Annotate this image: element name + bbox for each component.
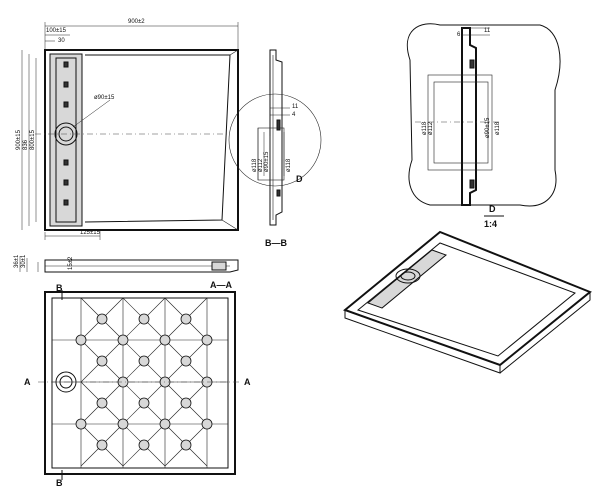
section-aa-label: A—A: [210, 280, 232, 290]
dim-height-2: 836: [23, 139, 29, 150]
marker-a-right: A: [244, 377, 251, 387]
bb-dim-4: 4: [292, 112, 296, 118]
section-aa-view: 36±1 30±1 15±2 A—A: [14, 254, 239, 290]
top-view: 900±2 100±15 30 ø90±15 900±15 836 800±: [16, 19, 239, 240]
aa-dim-1: 36±1: [14, 254, 20, 268]
dim-height-3: 800±15: [30, 129, 36, 150]
bb-dim-118: ø118: [252, 158, 258, 172]
dim-offset-2: 30: [58, 38, 65, 44]
bottom-view: A A B B: [24, 283, 251, 488]
detail-circle: [228, 93, 322, 187]
d-dim-11: 11: [484, 28, 491, 34]
dim-offset-1: 100±15: [46, 28, 67, 34]
detail-d-letter: D: [489, 204, 496, 214]
detail-d-scale: 1:4: [484, 219, 497, 229]
dim-width: 900±2: [128, 19, 145, 25]
d-dim-118: ø118: [422, 121, 428, 135]
detail-marker: D: [296, 174, 303, 184]
aa-dim-3: 15±2: [68, 256, 74, 270]
bb-dim-112: ø112: [258, 158, 264, 172]
marker-b-bottom: B: [56, 478, 63, 488]
dim-drain: ø90±15: [94, 95, 115, 101]
d-dim-118b: ø118: [495, 121, 501, 135]
d-dim-90: ø90±15: [485, 117, 491, 138]
detail-d-view: 11 6 ø118 ø112 ø90±15 ø118 D 1:4: [406, 23, 561, 229]
section-bb-label: B—B: [265, 238, 287, 248]
tray-outline: [44, 49, 239, 231]
bb-dim-118b: ø118: [286, 158, 292, 172]
bb-dim-90: ø90±15: [264, 151, 270, 172]
marker-b-top: B: [56, 283, 63, 293]
d-dim-112: ø112: [428, 121, 434, 135]
marker-a-left: A: [24, 377, 31, 387]
section-bb-view: 11 4 ø118 ø112 ø90±15 ø118 D B—B: [228, 49, 322, 248]
bottom-outline: [44, 291, 236, 475]
d-dim-6: 6: [457, 32, 461, 38]
bb-dim-11: 11: [292, 104, 299, 110]
isometric-view: [342, 230, 592, 374]
dim-height: 900±15: [16, 129, 22, 150]
aa-dim-2: 30±1: [21, 254, 27, 268]
dim-bottom: 125±15: [80, 230, 101, 236]
